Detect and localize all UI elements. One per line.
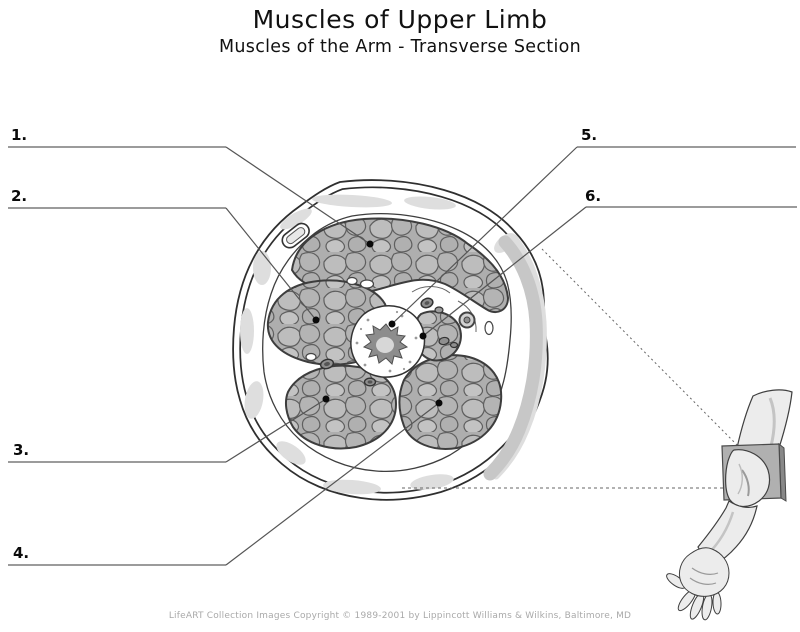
label-1: 1. (11, 126, 28, 144)
label-3: 3. (13, 441, 30, 459)
pointer-dot-2 (312, 316, 320, 324)
label-6: 6. (585, 187, 602, 205)
leader-line-1 (8, 146, 374, 248)
page-title: Muscles of Upper Limb (252, 5, 548, 34)
humerus-bone (350, 305, 426, 378)
inset-upper-arm (736, 389, 793, 449)
pointer-dot-6 (419, 332, 427, 340)
neurovascular-bundle (319, 286, 477, 387)
leader-line-2 (8, 207, 320, 324)
nerve-1 (438, 336, 450, 346)
arm-cross-section (232, 179, 549, 501)
inset-hand (666, 547, 730, 621)
vessel-below-bone-lumen (367, 380, 373, 384)
leader-line-5 (388, 146, 796, 328)
cephalic-vein-capsule (281, 222, 310, 249)
leader-line-3 (8, 395, 330, 463)
upper-arm-shading (768, 397, 776, 447)
elbow-crease (741, 469, 750, 497)
palm (678, 547, 730, 597)
leader-line-4 (8, 399, 443, 566)
leader-lines (8, 146, 797, 566)
pointer-dot-5 (388, 320, 396, 328)
subcutaneous-fat (240, 194, 516, 495)
label-4: 4. (13, 544, 30, 562)
bone-marrow-core (376, 337, 394, 353)
elbow-highlight (737, 463, 743, 495)
label-2: 2. (11, 187, 28, 205)
leader-line-6 (419, 206, 797, 340)
skin-shading-right (483, 234, 547, 481)
dotted-guide-diagonal (541, 248, 751, 459)
vessel-left-lumen (324, 361, 330, 367)
palm-crease-1 (691, 567, 719, 575)
page-header: Muscles of Upper Limb Muscles of the Arm… (0, 5, 800, 57)
intermuscular-vessels (305, 276, 494, 362)
pointer-dot-3 (322, 395, 330, 403)
arm-inset-figure (666, 389, 793, 621)
vein-lumen (463, 316, 471, 324)
muscle-bottom-right (398, 354, 503, 450)
muscle-bottom-left (284, 364, 398, 450)
pointer-dot-4 (435, 399, 443, 407)
vein-small (434, 306, 444, 314)
palm-crease-2 (689, 577, 717, 585)
artery-lumen (424, 301, 430, 305)
copyright-notice: LifeART Collection Images Copyright © 19… (168, 611, 632, 621)
nerve-2 (449, 341, 459, 349)
pointer-dot-1 (366, 240, 374, 248)
page-subtitle: Muscles of the Arm - Transverse Section (218, 36, 582, 57)
label-5: 5. (581, 126, 598, 144)
